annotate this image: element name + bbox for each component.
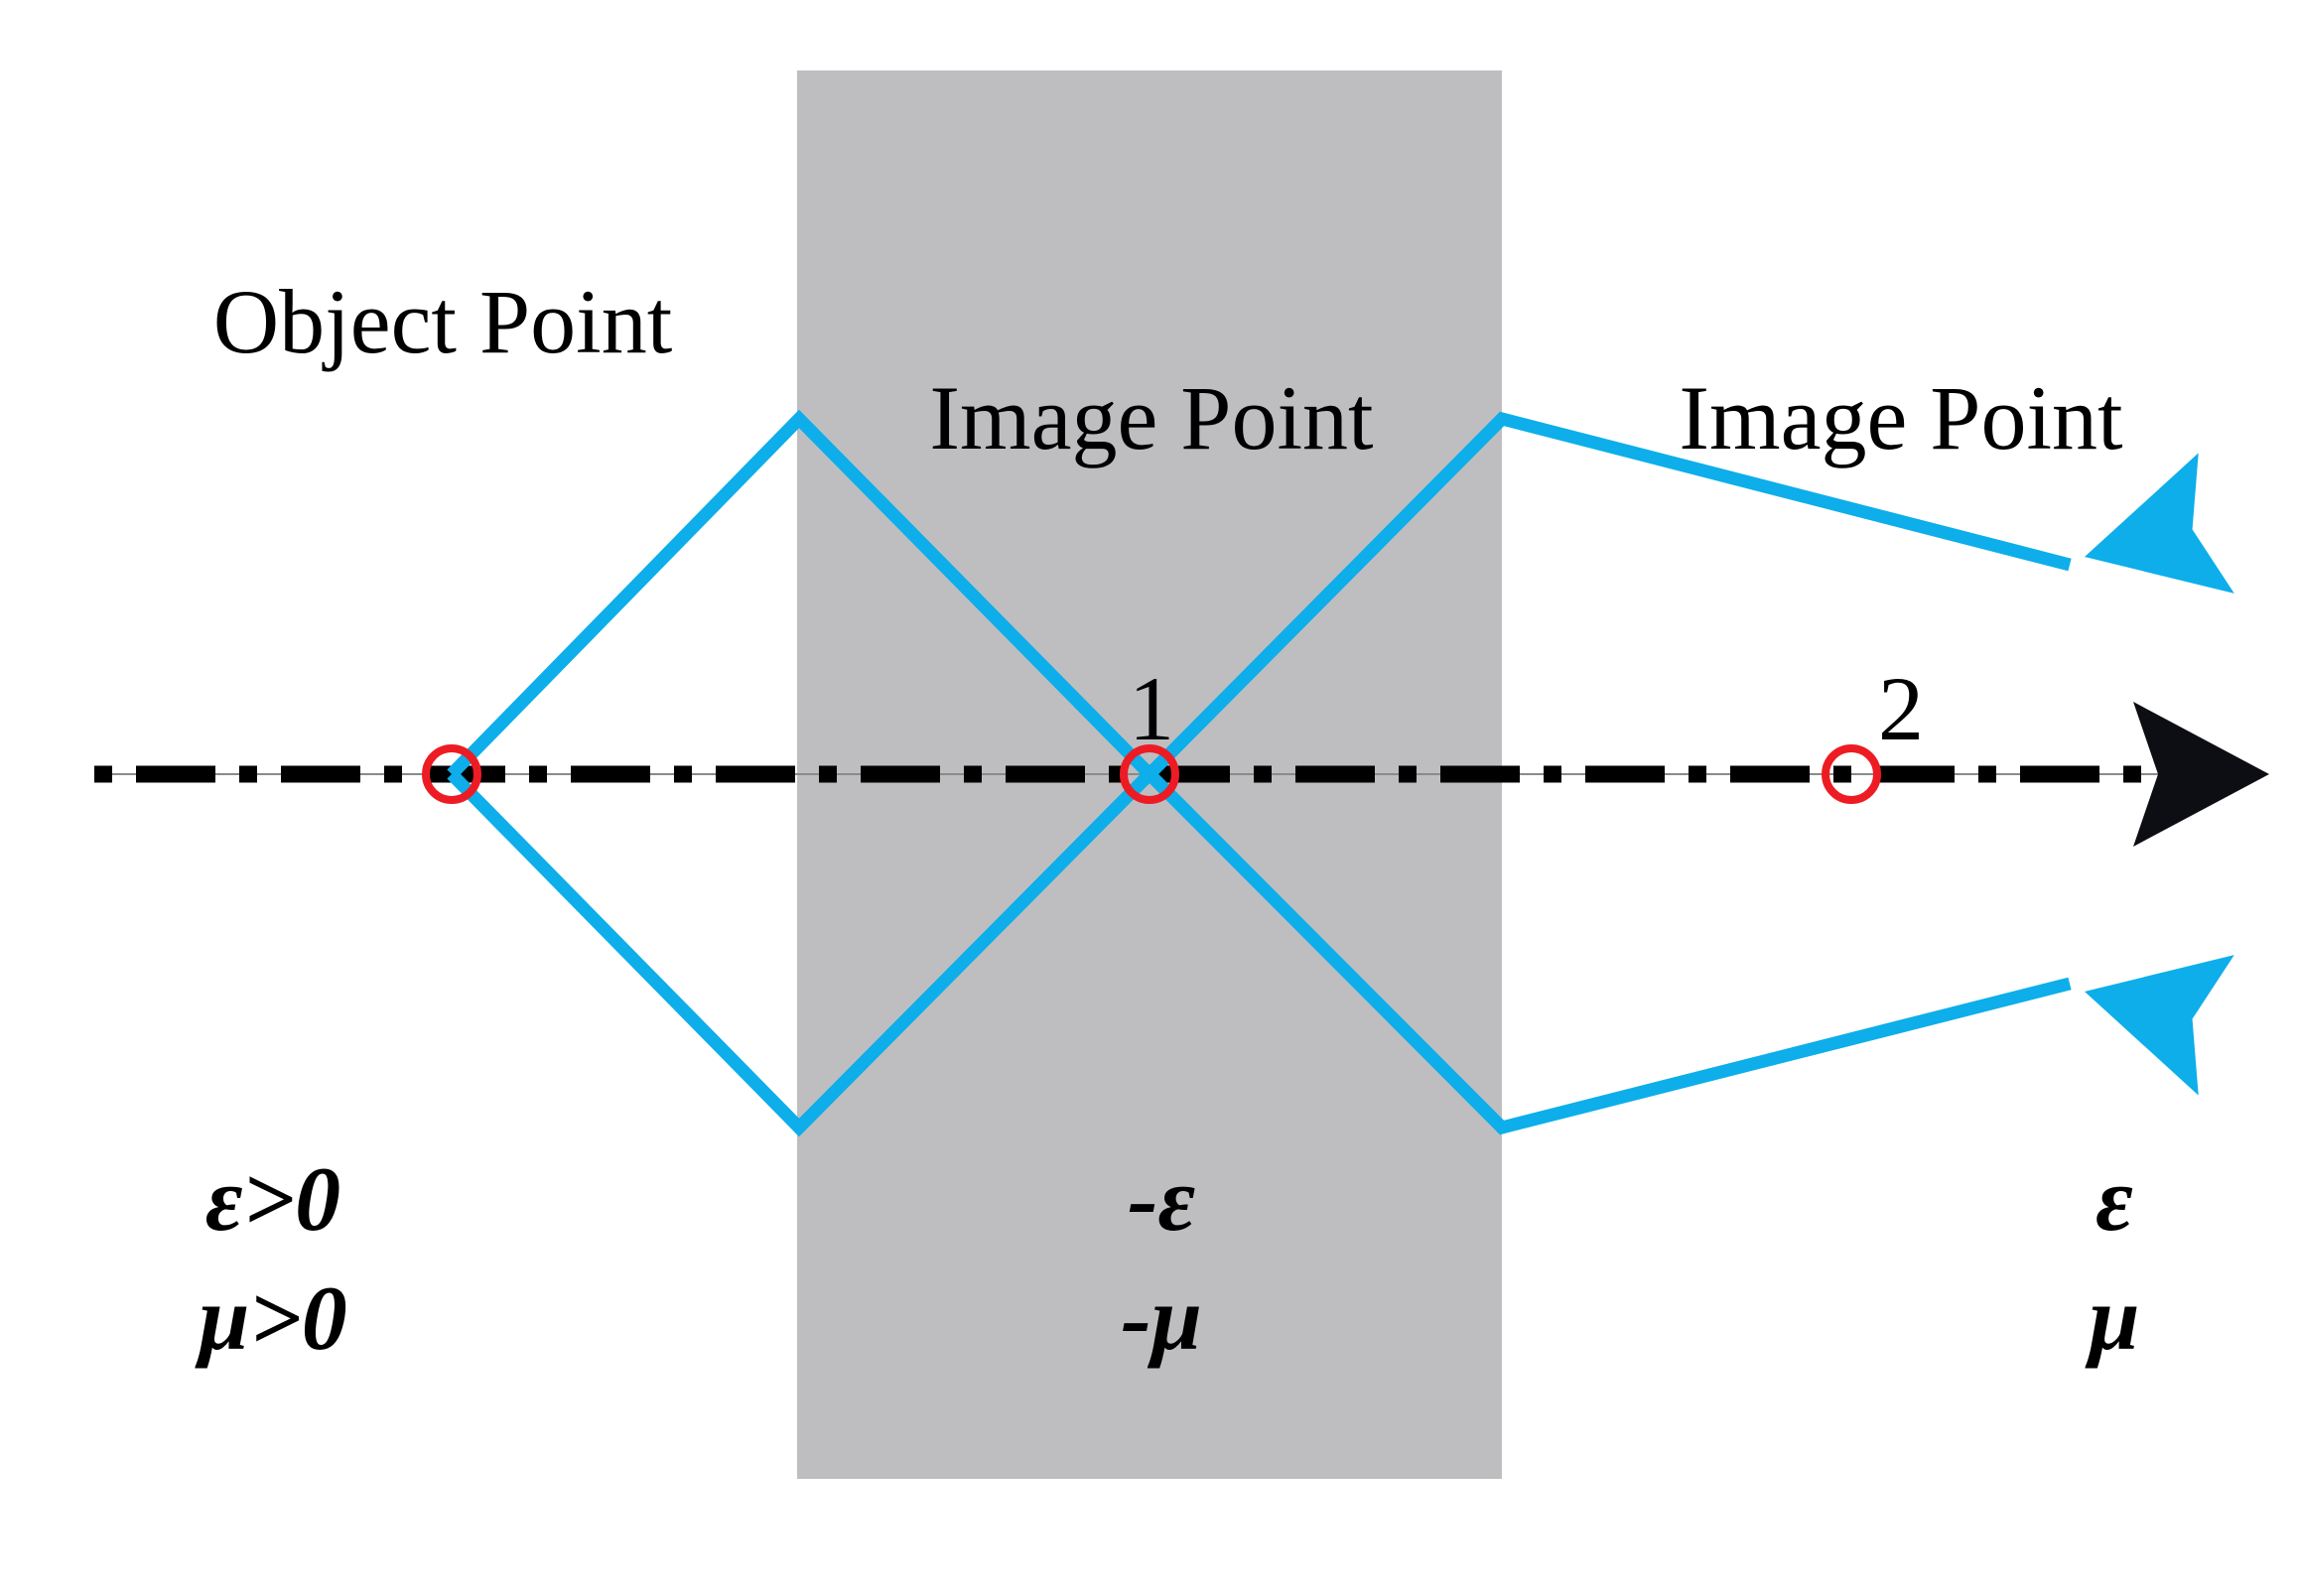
label-image-point-2: Image Point 2: [1509, 177, 2293, 951]
label-object-point-text: Object Point: [212, 270, 673, 372]
ray-arrowhead-down-icon: [2085, 955, 2234, 1096]
axis-arrowhead-icon: [2133, 702, 2269, 847]
label-image-point-2-line2: 2: [1878, 657, 1924, 759]
label-image-point-1: Image Point 1: [754, 177, 1549, 951]
image-point-2-circle-icon: [1822, 744, 1881, 804]
label-right-medium-mu: μ: [2089, 1267, 2140, 1369]
label-slab-mu: -μ: [1121, 1267, 1202, 1369]
label-image-point-1-line1: Image Point: [929, 367, 1374, 469]
label-image-point-1-line2: 1: [1129, 657, 1174, 759]
label-slab-epsilon: -ε: [1127, 1148, 1196, 1250]
image-point-1-circle-icon: [1120, 744, 1179, 804]
ray-arrowhead-up-icon: [2085, 453, 2234, 594]
label-object-point: Object Point: [20, 177, 774, 467]
lower-ray: [447, 764, 2072, 1137]
label-left-medium-epsilon: ε>0: [204, 1148, 341, 1250]
label-right-medium-epsilon: ε: [2096, 1148, 2133, 1250]
object-point-circle-icon: [422, 744, 481, 804]
label-image-point-2-line1: Image Point: [1679, 367, 2123, 469]
label-left-medium-mu: μ>0: [199, 1267, 347, 1369]
